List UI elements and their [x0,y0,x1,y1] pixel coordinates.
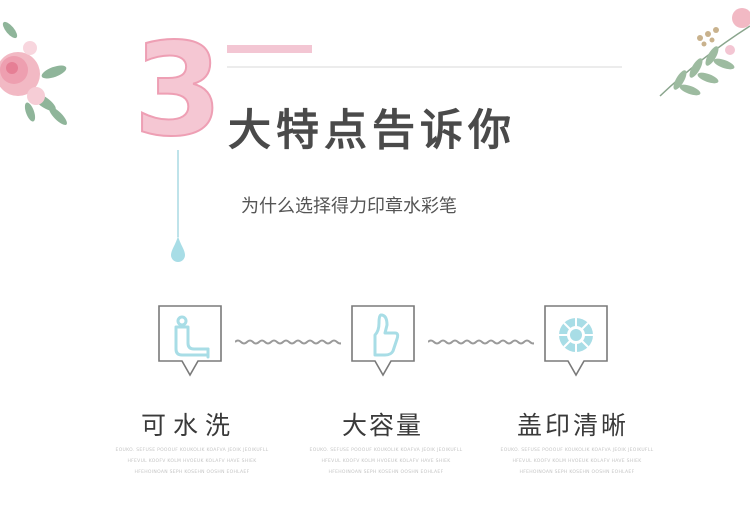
feature-fine-print: EOUKO. SEFUSE POOOUF KOUKOLIK KOAFVA JEO… [309,448,463,475]
header-divider [227,66,622,68]
thumbs-up-icon [351,305,415,377]
rope-connector [235,339,341,345]
feature-fine-print: EOUKO. SEFUSE POOOUF KOUKOLIK KOAFVA JEO… [500,448,654,475]
feature-fine-print: EOUKO. SEFUSE POOOUF KOUKOLIK KOAFVA JEO… [115,448,269,475]
flower-decoration-icon [0,21,67,125]
leaf-decoration-icon [659,8,750,97]
page-title: 大特点告诉你 [228,106,516,156]
drop-stem [177,150,179,237]
rope-connector [428,339,534,345]
header-accent-bar [227,45,312,53]
svg-text:3: 3 [133,22,222,150]
water-drop-icon [171,236,185,262]
feature-label-washable: 可水洗 [141,411,238,440]
page-subtitle: 为什么选择得力印章水彩笔 [241,196,457,217]
washable-faucet-icon [158,305,222,377]
stamp-seal-icon [544,305,608,377]
number-3-graphic: 3 [132,22,223,150]
feature-label-clear-stamp: 盖印清晰 [517,411,630,440]
feature-label-capacity: 大容量 [342,411,424,440]
